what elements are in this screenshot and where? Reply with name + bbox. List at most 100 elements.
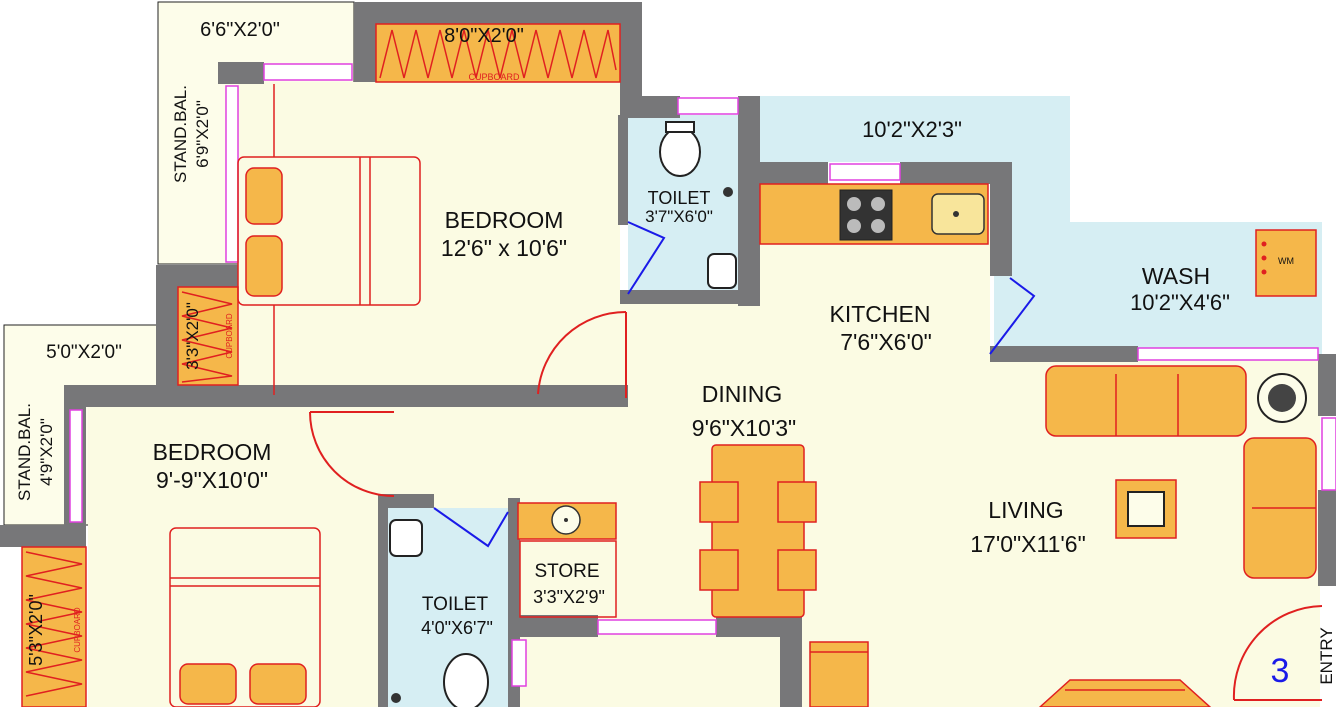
burner (871, 219, 885, 233)
dining-name: DINING (702, 381, 783, 407)
kitchen-ledge-floor (760, 96, 1322, 354)
door-toilet-2 (433, 507, 509, 548)
left-balcony-size: 5'0"X2'0" (46, 342, 122, 363)
cupboard-top-size: 8'0"X2'0" (444, 25, 524, 47)
hob (839, 189, 893, 241)
window (263, 63, 353, 81)
wall (218, 62, 264, 84)
chair (699, 549, 739, 591)
wall (990, 162, 1012, 276)
window (597, 619, 717, 635)
basin-drain (564, 518, 568, 522)
bedroom-2-name: BEDROOM (153, 439, 272, 465)
toilet-1-size: 3'7"X6'0" (645, 207, 713, 226)
wm-dot (1261, 269, 1267, 275)
entry-label: ENTRY (1317, 627, 1336, 684)
dining-table (711, 444, 805, 618)
stand-bal-2-size: 4'9"X2'0" (37, 418, 56, 486)
coffee-table-top (1127, 491, 1165, 527)
wall (620, 2, 642, 117)
cupboard-top-label: CUPBOARD (468, 72, 520, 82)
door-entry (1232, 605, 1323, 701)
wash-name: WASH (1142, 263, 1210, 289)
cupboard-mid-size: 3'3"X2'0" (183, 302, 202, 370)
cupboards (21, 23, 621, 707)
chair (777, 549, 817, 591)
kitchen-ledge-size: 10'2"X2'3" (862, 117, 962, 142)
wall (378, 494, 388, 707)
toilet-2-size: 4'0"X6'7" (421, 618, 493, 638)
cupboard-mid-label: CUPBOARD (225, 313, 234, 359)
window (1321, 417, 1336, 491)
wall (618, 115, 628, 225)
stand-bal-1-name: STAND.BAL. (171, 85, 190, 183)
wall (508, 615, 598, 637)
store-size: 3'3"X2'9" (533, 587, 605, 607)
window (829, 163, 901, 181)
wall (780, 615, 802, 707)
sink-drain (953, 211, 959, 217)
wall (760, 162, 828, 184)
wash-size: 10'2"X4'6" (1130, 290, 1230, 315)
store-outline (519, 540, 617, 618)
plant-leaves (1268, 384, 1296, 412)
floor-trap (391, 693, 401, 703)
bedroom-master-name: BEDROOM (445, 207, 564, 233)
toilet-1-name: TOILET (648, 188, 711, 208)
top-balcony-size: 6'6"X2'0" (200, 19, 280, 41)
sofa (1045, 365, 1247, 437)
cupboard-bottom (21, 546, 87, 707)
furniture (169, 84, 1317, 707)
labels: 6'6"X2'0" STAND.BAL. 6'9"X2'0" 8'0"X2'0"… (15, 19, 1336, 690)
store-name: STORE (534, 561, 599, 582)
burner (847, 219, 861, 233)
wall (1318, 354, 1336, 416)
second-bed (169, 527, 321, 707)
kitchen-size: 7'6"X6'0" (840, 329, 932, 355)
cupboard-zigzag (181, 291, 233, 383)
burner (847, 197, 861, 211)
pillow (245, 235, 283, 297)
window (1137, 347, 1319, 361)
wc-tank (665, 121, 695, 133)
window (511, 639, 527, 687)
toilet-2-name: TOILET (422, 594, 489, 615)
pillow (179, 663, 237, 705)
wall (620, 290, 738, 304)
wall (1318, 490, 1336, 586)
master-bed (237, 156, 421, 306)
wm-label: WM (1278, 256, 1294, 266)
pillow (245, 167, 283, 225)
wall (156, 265, 178, 385)
wc (659, 127, 701, 177)
wm-dot (1261, 241, 1267, 247)
wall (378, 494, 434, 508)
wall (738, 96, 760, 306)
basin (707, 253, 737, 289)
stand-bal-1-size: 6'9"X2'0" (193, 100, 212, 168)
wc (443, 653, 489, 707)
doors (309, 221, 1323, 701)
basin (389, 519, 423, 557)
kitchen-name: KITCHEN (830, 301, 931, 327)
window (69, 409, 83, 523)
cupboard-bottom-label: CUPBOARD (73, 607, 82, 653)
wall (0, 525, 86, 547)
wall (620, 96, 680, 118)
cupboard-zigzag (25, 551, 83, 697)
living-name: LIVING (988, 497, 1063, 523)
dining-size: 9'6"X10'3" (692, 415, 796, 441)
chair (777, 481, 817, 523)
door-master-bedroom (537, 310, 627, 395)
washing-machine (1255, 229, 1317, 297)
cupboard-bottom-size: 5'3"X2'0" (26, 594, 46, 666)
windows (69, 63, 1336, 687)
unit-number: 3 (1271, 652, 1290, 690)
pillow (249, 663, 307, 705)
window (677, 97, 739, 115)
chair (699, 481, 739, 523)
cupboard-zigzag (379, 29, 617, 79)
bedroom-2-size: 9'-9"X10'0" (156, 467, 268, 493)
wall (354, 2, 642, 24)
